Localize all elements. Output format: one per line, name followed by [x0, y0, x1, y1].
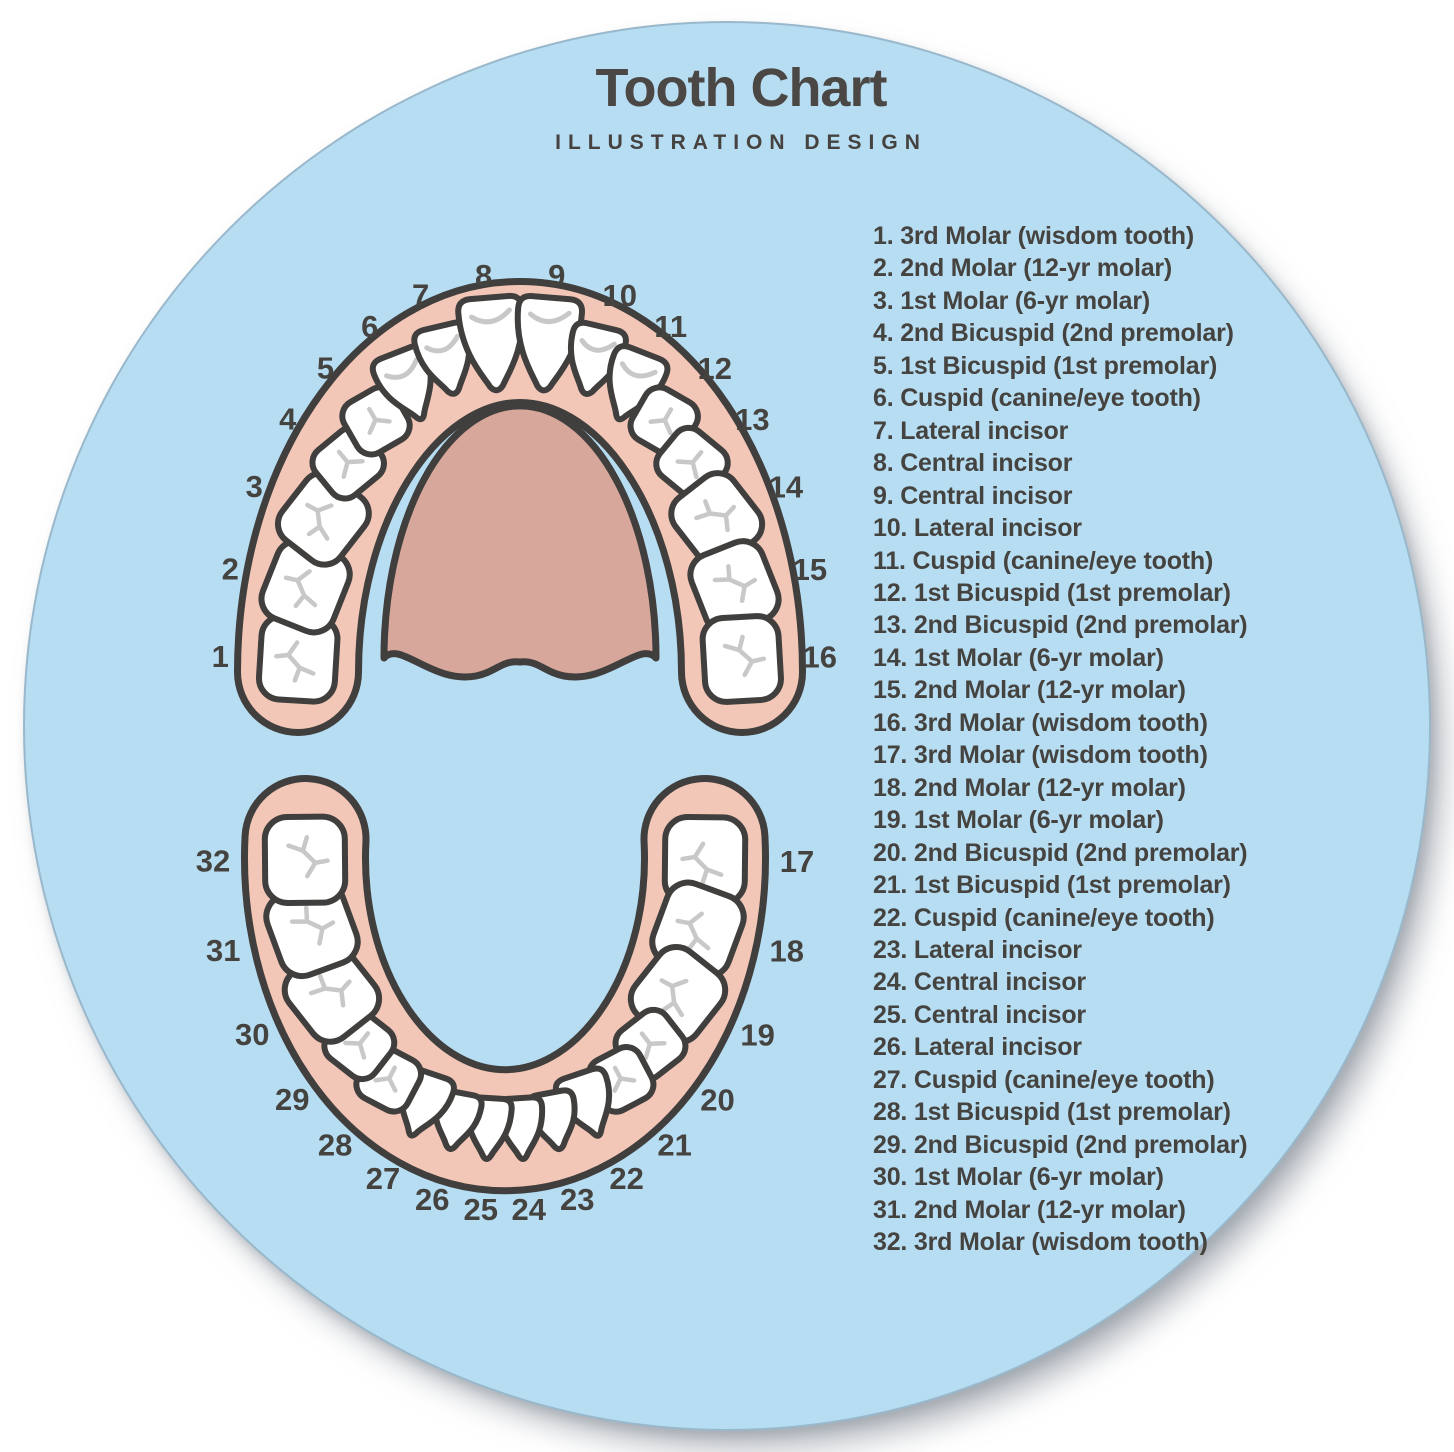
legend-item-2: 2. 2nd Molar (12-yr molar) — [873, 254, 1173, 283]
legend-item-20: 20. 2nd Bicuspid (2nd premolar) — [873, 838, 1248, 867]
legend-item-25: 25. Central incisor — [873, 1000, 1086, 1029]
legend-item-8: 8. Central incisor — [873, 449, 1073, 478]
legend-item-29: 29. 2nd Bicuspid (2nd premolar) — [873, 1130, 1248, 1159]
legend-item-17: 17. 3rd Molar (wisdom tooth) — [873, 741, 1208, 770]
tooth-legend: 1. 3rd Molar (wisdom tooth) 2. 2nd Molar … — [873, 220, 1248, 1259]
legend-item-12: 12. 1st Bicuspid (1st premolar) — [873, 578, 1231, 607]
page-title: Tooth Chart — [595, 58, 888, 118]
page-subtitle: ILLUSTRATION DESIGN — [555, 130, 927, 154]
legend-item-13: 13. 2nd Bicuspid (2nd premolar) — [873, 611, 1248, 640]
legend-item-4: 4. 2nd Bicuspid (2nd premolar) — [873, 319, 1234, 348]
legend-item-23: 23. Lateral incisor — [873, 935, 1082, 964]
legend-item-9: 9. Central incisor — [873, 481, 1073, 510]
legend-item-26: 26. Lateral incisor — [873, 1033, 1082, 1062]
legend-item-1: 1. 3rd Molar (wisdom tooth) — [873, 222, 1194, 250]
header: Tooth Chart ILLUSTRATION DESIGN — [555, 60, 927, 155]
legend-item-27: 27. Cuspid (canine/eye tooth) — [873, 1065, 1215, 1094]
legend-item-3: 3. 1st Molar (6-yr molar) — [873, 286, 1151, 315]
legend-item-11: 11. Cuspid (canine/eye tooth) — [873, 546, 1214, 575]
legend-item-30: 30. 1st Molar (6-yr molar) — [873, 1163, 1164, 1192]
legend-item-19: 19. 1st Molar (6-yr molar) — [873, 806, 1164, 835]
legend-item-28: 28. 1st Bicuspid (1st premolar) — [873, 1098, 1231, 1127]
legend-item-14: 14. 1st Molar (6-yr molar) — [873, 643, 1164, 672]
legend-item-32: 32. 3rd Molar (wisdom tooth) — [873, 1228, 1208, 1257]
legend-item-16: 16. 3rd Molar (wisdom tooth) — [873, 708, 1208, 737]
legend-item-10: 10. Lateral incisor — [873, 514, 1082, 543]
legend-item-5: 5. 1st Bicuspid (1st premolar) — [873, 351, 1218, 380]
legend-item-21: 21. 1st Bicuspid (1st premolar) — [873, 871, 1231, 900]
legend-item-22: 22. Cuspid (canine/eye tooth) — [873, 903, 1215, 932]
legend-item-7: 7. Lateral incisor — [873, 416, 1069, 445]
legend-item-15: 15. 2nd Molar (12-yr molar) — [873, 676, 1186, 705]
legend-item-24: 24. Central incisor — [873, 968, 1086, 997]
legend-item-6: 6. Cuspid (canine/eye tooth) — [873, 384, 1201, 413]
legend-item-18: 18. 2nd Molar (12-yr molar) — [873, 773, 1186, 802]
legend-item-31: 31. 2nd Molar (12-yr molar) — [873, 1195, 1186, 1224]
